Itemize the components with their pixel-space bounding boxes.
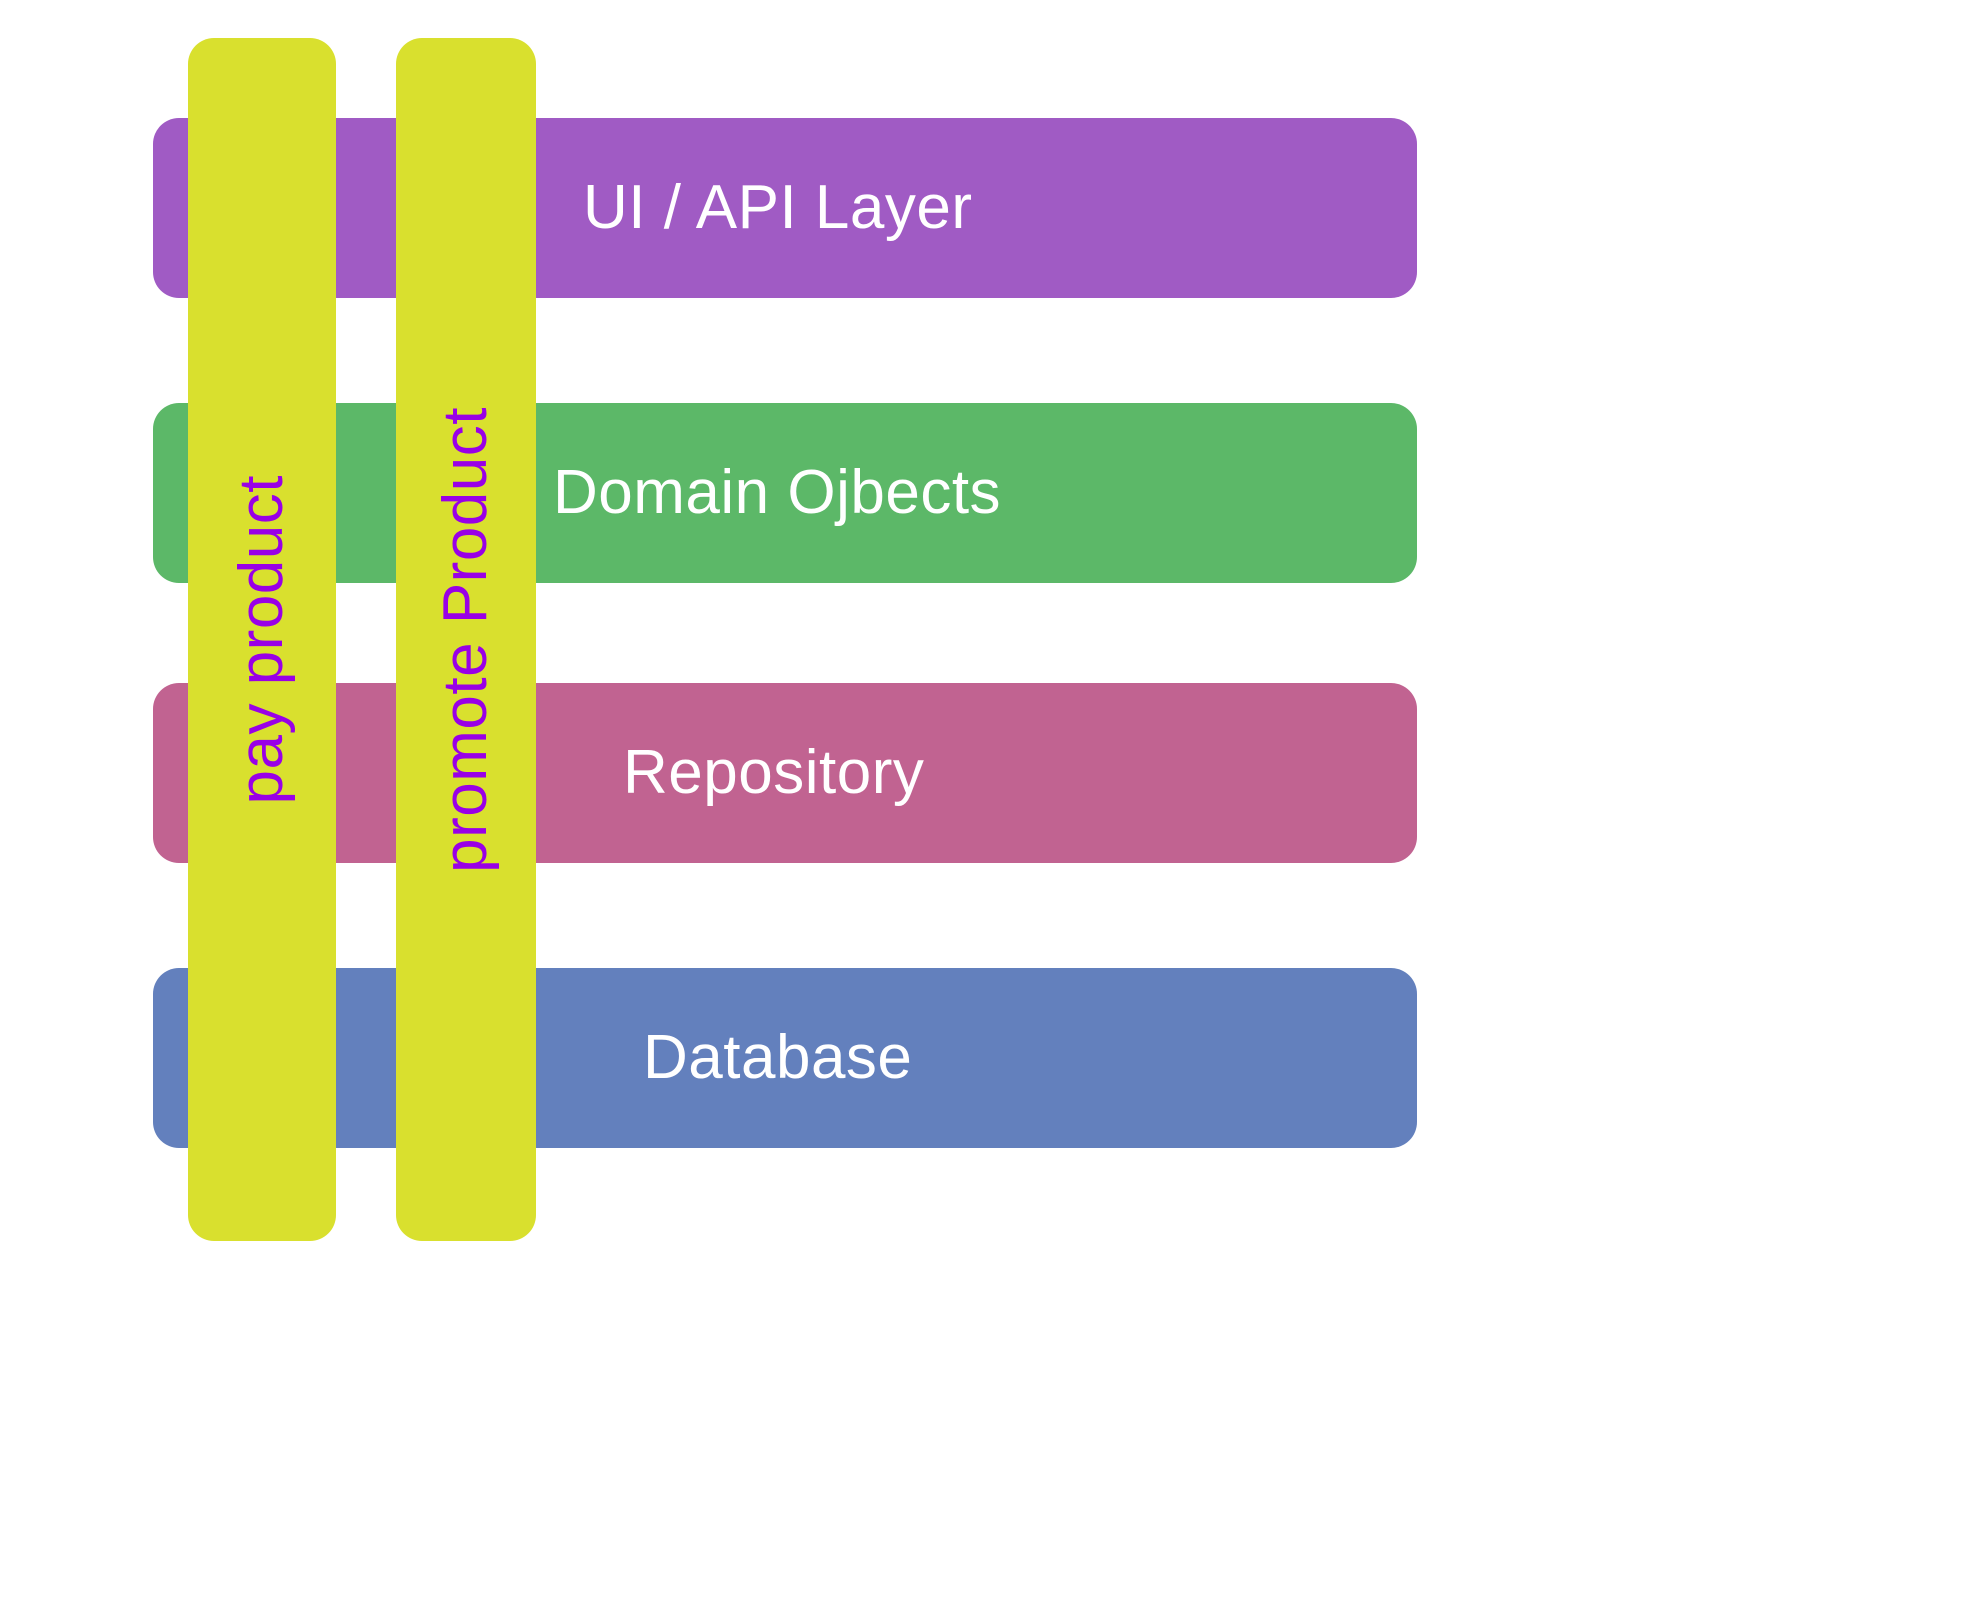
flow-label-promote-product: promote Product: [431, 406, 500, 873]
layer-bar-ui-api-layer[interactable]: UI / API Layer: [153, 118, 1417, 298]
layer-label-domain-objects: Domain Ojbects: [553, 458, 1002, 527]
layer-bar-domain-objects[interactable]: Domain Ojbects: [153, 403, 1417, 583]
flow-bar-promote-product[interactable]: promote Product: [396, 38, 536, 1241]
layer-bar-database[interactable]: Database: [153, 968, 1417, 1148]
layer-label-database: Database: [643, 1023, 913, 1092]
layer-bar-repository[interactable]: Repository: [153, 683, 1417, 863]
flow-bar-pay-product[interactable]: pay product: [188, 38, 336, 1241]
flow-label-pay-product: pay product: [227, 474, 296, 805]
layer-label-ui-api-layer: UI / API Layer: [583, 173, 973, 242]
layer-label-repository: Repository: [623, 738, 925, 807]
